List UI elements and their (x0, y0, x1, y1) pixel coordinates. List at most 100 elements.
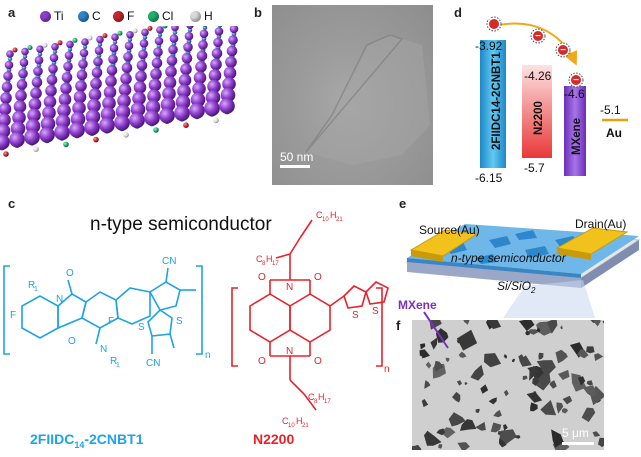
sem-flake (457, 442, 470, 450)
sem-flake (556, 402, 564, 414)
atom (108, 54, 118, 64)
cn-top: CN (162, 256, 176, 267)
panel-label-d: d (454, 5, 462, 20)
atom (88, 88, 102, 101)
lumo-n2200: -4.26 (524, 69, 552, 83)
atom (82, 44, 88, 50)
mxene-pointer-arrow (423, 311, 449, 349)
sem-flake (458, 351, 467, 358)
molecule-n2200-structure: C 10 H 21 C 8 H 17 O O N O O N S S C 8 H… (231, 210, 390, 428)
atom (121, 62, 133, 74)
r1-top-sub: 1 (34, 286, 38, 293)
atom (153, 127, 159, 133)
atom (141, 28, 149, 37)
atom (15, 89, 27, 102)
atom (34, 55, 44, 65)
atom (93, 136, 99, 143)
c10h21-top-sub10: 10 (322, 217, 329, 223)
atom (213, 37, 223, 48)
atom (12, 110, 26, 125)
n-index-2: n (384, 364, 390, 375)
atom (198, 40, 208, 50)
atom (73, 90, 87, 104)
atom (186, 26, 194, 29)
device-schematic: Source(Au) Drain(Au) n-type semiconducto… (405, 217, 641, 318)
cl-atom-icon (148, 10, 159, 22)
atom (132, 28, 138, 34)
atom (48, 64, 58, 74)
atom (25, 118, 41, 134)
sem-flake (586, 380, 593, 386)
label-au: Au (606, 126, 622, 140)
substrate-label-sub: 2 (530, 286, 536, 295)
atom (222, 77, 236, 91)
atom (21, 47, 29, 56)
atom (174, 105, 190, 121)
sem-flake (519, 320, 535, 332)
molecule-1-name: 2FIIDC14-2CNBT1 (30, 431, 143, 450)
scale-label-f: 5 μm (562, 426, 589, 440)
o-6: O (314, 356, 322, 367)
atom (10, 121, 26, 136)
atom (69, 122, 85, 138)
atom (87, 35, 93, 41)
bar-2fiidc (480, 40, 506, 168)
atom (72, 101, 86, 115)
n-top: N (56, 294, 63, 305)
atom (7, 56, 13, 62)
atom (226, 45, 238, 57)
atom (211, 48, 223, 59)
lumo-2fiidc: -3.92 (475, 39, 503, 53)
atom (106, 64, 118, 76)
sem-flake (464, 382, 468, 385)
legend-f-label: F (127, 9, 135, 23)
sem-flake (594, 353, 604, 361)
panel-label-c: c (8, 196, 16, 211)
cn-bottom: CN (146, 358, 160, 369)
atom (61, 72, 73, 83)
atom (6, 50, 14, 58)
atom (181, 52, 193, 64)
atom (118, 83, 132, 97)
c10h21-top-h: H (330, 210, 337, 220)
atom (124, 41, 134, 51)
atom (205, 90, 221, 105)
atom (70, 111, 86, 127)
tem-flake (305, 34, 430, 165)
atom (37, 52, 43, 57)
atom (19, 58, 29, 67)
sem-flake (475, 408, 480, 414)
atom (229, 26, 239, 34)
sem-flake (503, 354, 508, 359)
r1-bottom: R (110, 356, 117, 367)
atom (24, 129, 40, 145)
atom (129, 112, 145, 129)
sem-flake (430, 337, 437, 350)
n-type-title: n-type semiconductor (90, 214, 272, 235)
atom (126, 31, 134, 39)
sem-flake (536, 328, 541, 333)
sem-flake (487, 320, 502, 330)
atom (132, 91, 146, 106)
sem-flake (558, 369, 570, 380)
atom (228, 35, 238, 45)
panel-label-a: a (8, 5, 16, 20)
atom (175, 94, 191, 110)
atom (187, 28, 193, 33)
c8h17-bottom-sub17: 17 (324, 399, 331, 405)
atom (66, 40, 74, 49)
c8h17-top: C (256, 254, 263, 264)
atom (55, 114, 71, 129)
ti-atom-icon (40, 10, 51, 22)
atom (210, 58, 222, 71)
atom (99, 117, 115, 133)
molecule-1-name-sub: 14 (74, 439, 85, 450)
sem-flake (475, 421, 486, 431)
sem-flake (425, 361, 432, 369)
atom (87, 98, 101, 113)
substrate-label: Si/SiO2 (497, 279, 536, 295)
atom (0, 92, 12, 104)
atom (219, 98, 235, 114)
o-top: O (66, 268, 74, 279)
legend-h: H (190, 9, 213, 23)
